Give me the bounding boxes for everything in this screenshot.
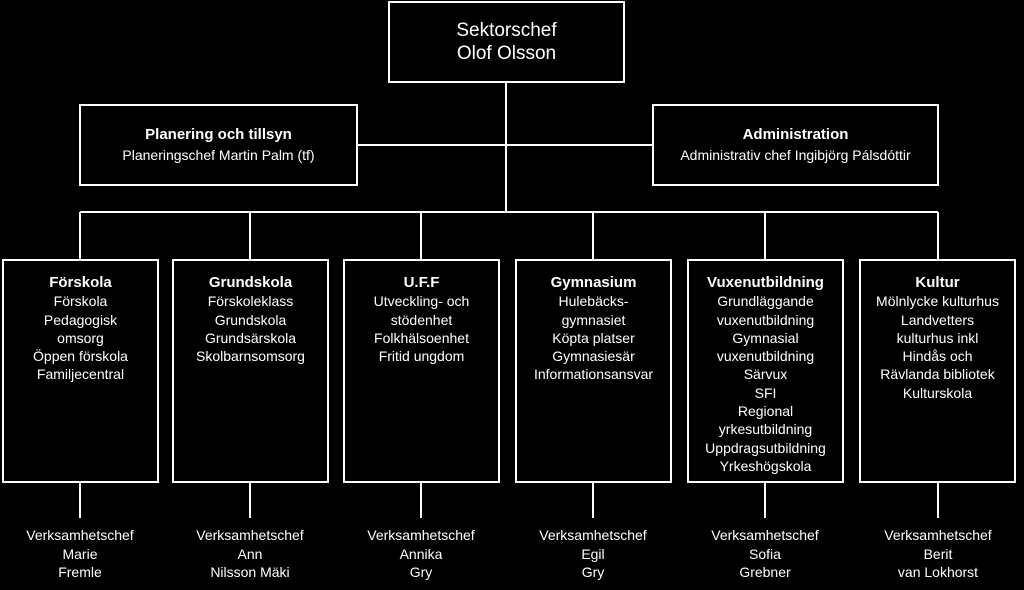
department-item: SFI [754,384,777,401]
planning-subtitle: Planeringschef Martin Palm (tf) [122,147,315,163]
chief-role: Verksamhetschef [884,527,992,543]
department-item: Mölnlycke kulturhus [876,293,999,310]
chief-name-last: Grebner [739,564,791,580]
planning-title: Planering och tillsyn [145,126,292,143]
department-title: Kultur [915,274,960,291]
administration-box: Administration Administrativ chef Ingibj… [652,104,939,186]
department-box-vuxenutbildning: Vuxenutbildning Grundläggande vuxenutbil… [687,259,844,483]
chief-name-last: Fremle [58,564,102,580]
chief-name-first: Ann [237,545,263,562]
sector-chief-box: Sektorschef Olof Olsson [388,1,625,83]
department-item: gymnasiet [561,311,626,328]
chief-name-first: Egil [581,545,605,562]
department-title: Gymnasium [550,274,637,291]
department-item: Gymnasial [732,329,799,346]
department-items: Hulebäcks- gymnasiet Köpta platser Gymna… [517,292,670,383]
department-items: Mölnlycke kulturhus Landvetters kulturhu… [861,292,1014,402]
department-item: Grundsärskola [204,329,297,346]
department-item: Landvetters [900,311,975,328]
department-item: Yrkeshögskola [719,457,812,474]
department-item: Familjecentral [36,366,125,383]
department-box-kultur: Kultur Mölnlycke kulturhus Landvetters k… [859,259,1016,483]
department-item: Hulebäcks- [558,293,629,310]
department-box-gymnasium: Gymnasium Hulebäcks- gymnasiet Köpta pla… [515,259,672,483]
department-item: vuxenutbildning [716,348,815,365]
chief-label-gymnasium: Verksamhetschef Egil Gry [513,526,673,582]
department-item: yrkesutbildning [718,421,813,438]
department-title: Vuxenutbildning [707,274,824,291]
department-item: Rävlanda bibliotek [880,366,995,383]
department-item: Hindås och [902,348,973,365]
chief-name-first: Sofia [749,545,781,562]
department-item: Förskola [53,293,108,310]
department-item: Särvux [743,366,788,383]
department-item: Informationsansvar [533,366,654,383]
department-item: kulturhus inkl [896,329,979,346]
planning-box: Planering och tillsyn Planeringschef Mar… [79,104,358,186]
department-item: Förskoleklass [207,293,294,310]
department-title: U.F.F [403,274,440,291]
department-item: stödenhet [390,311,453,328]
chief-name-last: van Lokhorst [897,564,979,580]
administration-title: Administration [742,126,849,143]
chief-label-vuxenutbildning: Verksamhetschef Sofia Grebner [685,526,845,582]
department-box-uff: U.F.F Utveckling- och stödenhet Folkhäls… [343,259,500,483]
department-items: Grundläggande vuxenutbildning Gymnasial … [689,292,842,475]
chief-name-first: Annika [399,545,443,562]
department-item: Öppen förskola [33,348,128,365]
department-box-forskola: Förskola Förskola Pedagogisk omsorg Öppe… [2,259,159,483]
department-item: Uppdragsutbildning [705,439,826,456]
chief-name-first: Berit [923,545,953,562]
department-item: omsorg [57,329,104,346]
department-item: Utveckling- och [373,293,470,310]
chief-label-uff: Verksamhetschef Annika Gry [341,526,501,582]
department-item: Pedagogisk [43,311,118,328]
chief-role: Verksamhetschef [26,527,134,543]
sector-chief-title: Sektorschef [456,20,557,41]
administration-subtitle: Administrativ chef Ingibjörg Pálsdóttir [680,147,911,163]
department-title: Förskola [49,274,112,291]
department-title: Grundskola [208,274,293,291]
chief-name-last: Gry [409,564,433,580]
department-item: Grundskola [214,311,287,328]
sector-chief-name: Olof Olsson [456,43,557,64]
department-item: Grundläggande [717,293,814,310]
department-item: Fritid ungdom [378,348,465,365]
chief-role: Verksamhetschef [196,527,304,543]
department-item: Regional [737,403,794,420]
chief-role: Verksamhetschef [711,527,819,543]
chief-role: Verksamhetschef [539,527,647,543]
department-item: Köpta platser [552,329,635,346]
department-items: Utveckling- och stödenhet Folkhälsoenhet… [345,292,498,365]
chief-name-first: Marie [62,545,98,562]
department-item: Gymnasiesär [552,348,635,365]
chief-role: Verksamhetschef [367,527,475,543]
chief-name-last: Gry [581,564,605,580]
department-item: Skolbarnsomsorg [196,348,305,365]
chief-label-grundskola: Verksamhetschef Ann Nilsson Mäki [170,526,330,582]
chief-label-kultur: Verksamhetschef Berit van Lokhorst [858,526,1018,582]
department-item: Folkhälsoenhet [374,329,469,346]
chief-name-last: Nilsson Mäki [210,564,290,580]
department-item: Kulturskola [902,384,973,401]
department-box-grundskola: Grundskola Förskoleklass Grundskola Grun… [172,259,329,483]
department-items: Förskola Pedagogisk omsorg Öppen förskol… [4,292,157,383]
department-item: vuxenutbildning [716,311,815,328]
chief-label-forskola: Verksamhetschef Marie Fremle [0,526,160,582]
department-items: Förskoleklass Grundskola Grundsärskola S… [174,292,327,365]
